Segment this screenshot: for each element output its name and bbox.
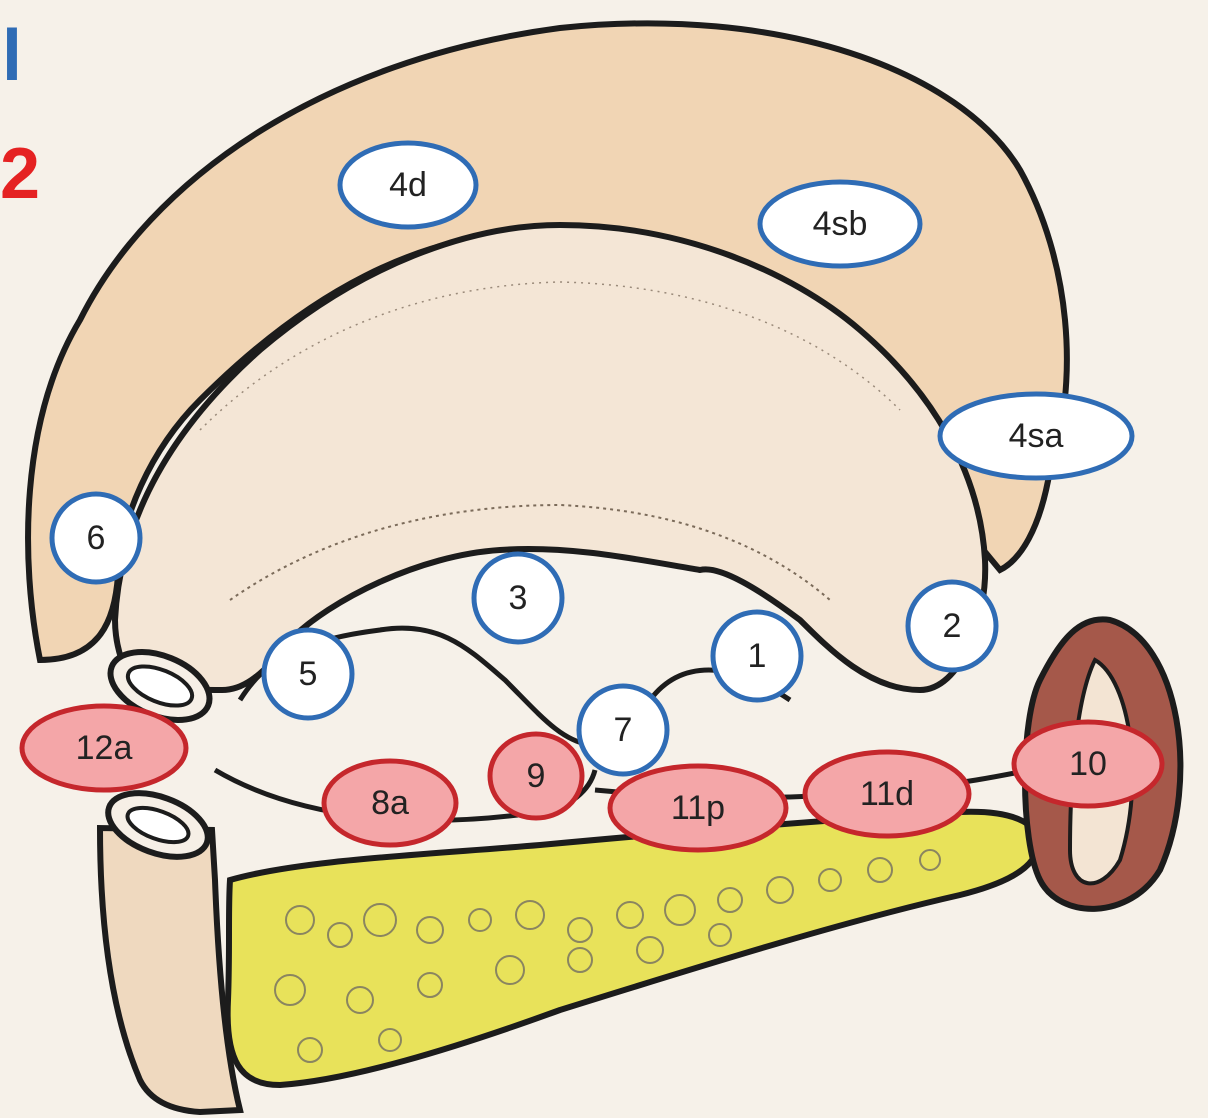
station-11p-label: 11p <box>610 766 786 850</box>
station-10-label: 10 <box>1014 722 1162 806</box>
station-2-label: 2 <box>908 582 996 670</box>
station-4sb-label: 4sb <box>760 182 920 266</box>
station-11p-text: 11p <box>671 789 725 827</box>
station-6-label: 6 <box>52 494 140 582</box>
station-9-label: 9 <box>490 734 582 818</box>
station-4sb-text: 4sb <box>813 205 868 243</box>
station-8a-label: 8a <box>324 761 456 845</box>
station-10-text: 10 <box>1069 745 1107 783</box>
station-12a-label: 12a <box>22 706 186 790</box>
pancreas <box>228 812 1038 1085</box>
station-6-text: 6 <box>87 519 106 557</box>
station-4sa-label: 4sa <box>940 394 1132 478</box>
station-11d-text: 11d <box>860 775 914 813</box>
station-7-text: 7 <box>614 711 633 749</box>
duodenum-lower <box>100 828 240 1112</box>
station-3-label: 3 <box>474 554 562 642</box>
station-12a-text: 12a <box>76 729 133 767</box>
station-11d-label: 11d <box>805 752 969 836</box>
station-4d-text: 4d <box>389 166 427 204</box>
station-1-label: 1 <box>713 612 801 700</box>
station-9-text: 9 <box>527 757 546 795</box>
station-4sa-text: 4sa <box>1009 417 1064 455</box>
station-5-label: 5 <box>264 630 352 718</box>
station-4d-label: 4d <box>340 143 476 227</box>
station-5-text: 5 <box>299 655 318 693</box>
station-2-text: 2 <box>943 607 962 645</box>
station-1-text: 1 <box>748 637 767 675</box>
station-7-label: 7 <box>579 686 667 774</box>
station-3-text: 3 <box>509 579 528 617</box>
station-8a-text: 8a <box>371 784 409 822</box>
